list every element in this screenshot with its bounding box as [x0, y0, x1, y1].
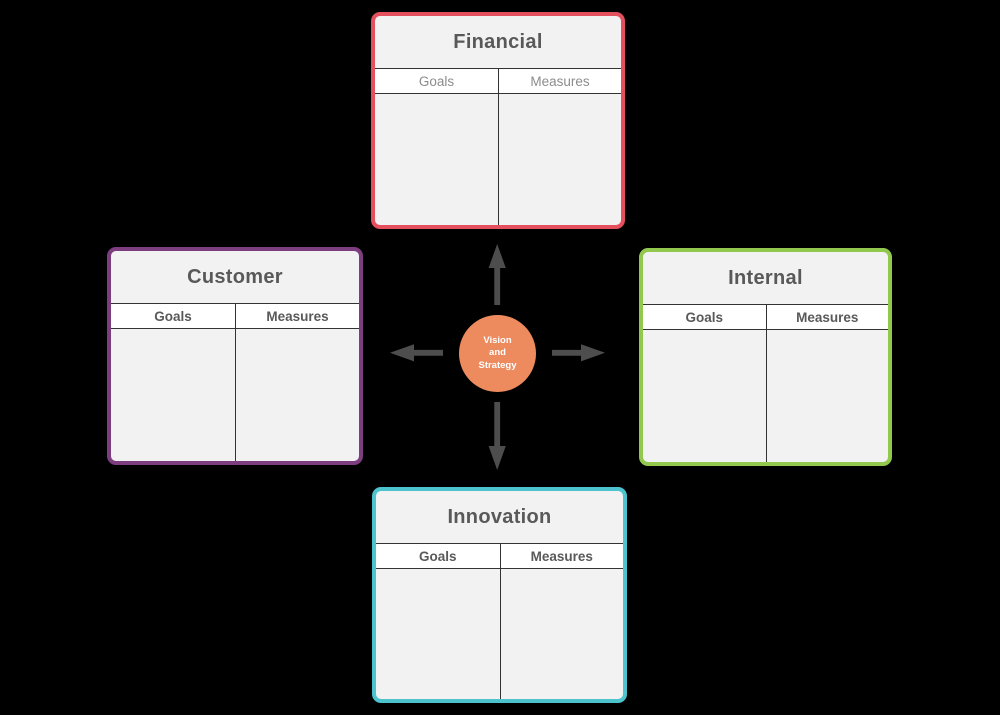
financial-column-header-row: Goals Measures	[375, 68, 621, 94]
innovation-column-header-row: Goals Measures	[376, 543, 623, 569]
internal-column-header-row: Goals Measures	[643, 304, 888, 330]
customer-table-body	[111, 329, 359, 461]
up-arrow-icon	[488, 244, 506, 305]
vision-strategy-label-line1: Vision	[483, 334, 512, 346]
internal-title: Internal	[728, 266, 803, 289]
left-arrow-icon	[390, 344, 443, 362]
innovation-measures-cell	[499, 569, 624, 699]
customer-measures-cell	[235, 329, 359, 461]
financial-goals-column-header: Goals	[418, 73, 455, 89]
vision-strategy-label-line2: and	[489, 347, 506, 359]
financial-measures-cell	[498, 94, 621, 225]
innovation-quadrant: Innovation Goals Measures	[372, 487, 627, 703]
financial-table-body	[375, 94, 621, 225]
vision-strategy-node: Vision and Strategy	[459, 315, 536, 392]
internal-table-body	[643, 330, 888, 462]
down-arrow-icon	[488, 402, 506, 470]
customer-goals-cell	[111, 329, 235, 461]
internal-goals-cell	[643, 330, 766, 462]
right-arrow-icon	[552, 344, 605, 362]
financial-quadrant: Financial Goals Measures	[371, 12, 625, 229]
innovation-goals-column-header: Goals	[418, 548, 457, 564]
innovation-title: Innovation	[447, 505, 552, 528]
internal-measures-cell	[765, 330, 889, 462]
internal-goals-column-header: Goals	[685, 309, 723, 325]
innovation-goals-cell	[376, 569, 500, 699]
customer-quadrant: Customer Goals Measures	[107, 247, 363, 465]
innovation-measures-column-header: Measures	[499, 544, 624, 568]
customer-title: Customer	[187, 265, 283, 288]
vision-strategy-label-line3: Strategy	[478, 359, 517, 371]
innovation-table-body	[376, 569, 623, 699]
internal-measures-column-header: Measures	[765, 305, 889, 329]
customer-goals-column-header: Goals	[154, 308, 192, 324]
internal-quadrant: Internal Goals Measures	[639, 248, 892, 466]
customer-measures-column-header: Measures	[235, 304, 359, 328]
customer-column-header-row: Goals Measures	[111, 303, 359, 329]
financial-goals-cell	[375, 94, 498, 225]
financial-title: Financial	[453, 30, 543, 53]
financial-measures-column-header: Measures	[498, 69, 621, 93]
